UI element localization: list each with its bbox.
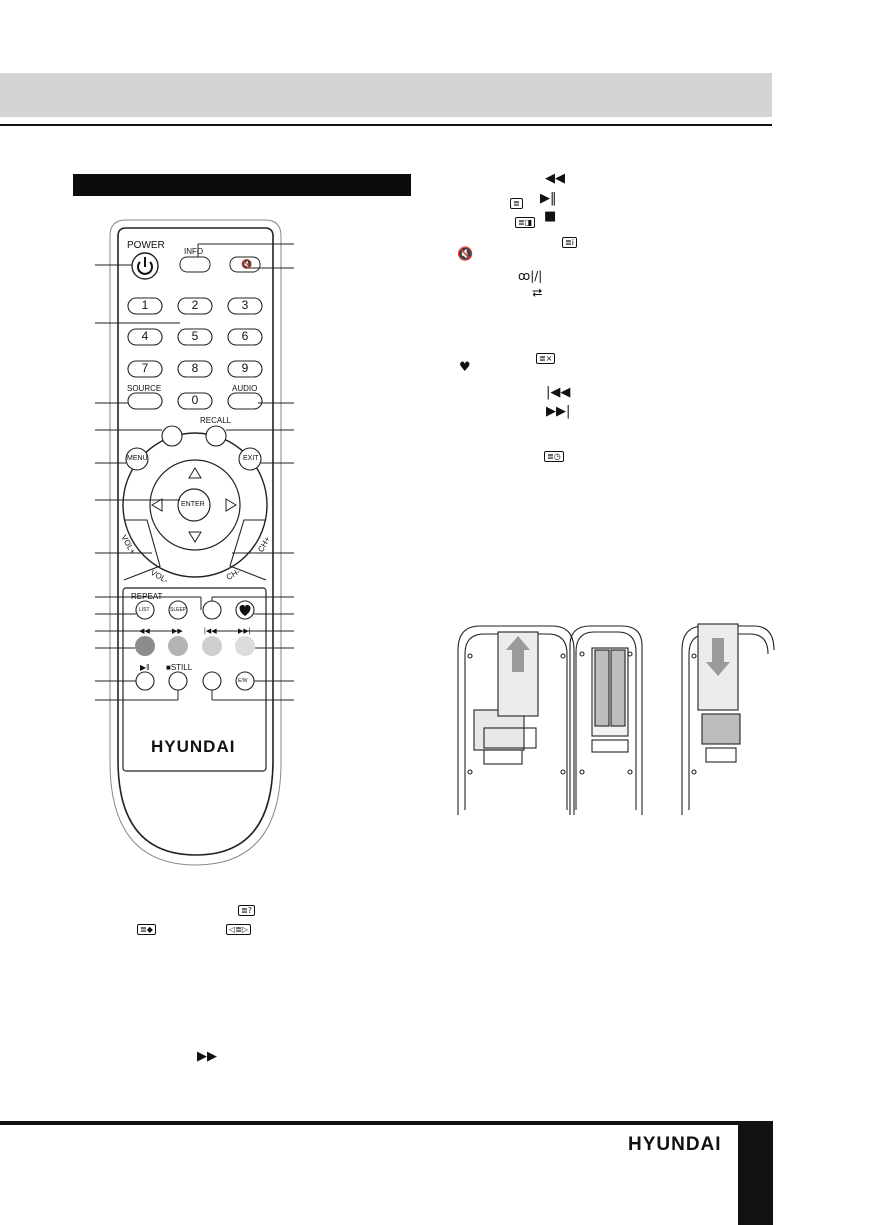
battery-illustrations — [457, 623, 775, 815]
text-icon: ≣ — [510, 193, 523, 211]
sleep-button[interactable]: SLEEP — [170, 607, 187, 613]
ff-label: ▶▶ — [172, 628, 183, 635]
rewind-icon: ◀◀ — [545, 171, 565, 186]
play-pause-label: ▶‖ — [140, 663, 150, 672]
digit-9-button[interactable]: 9 — [241, 361, 249, 375]
digit-1-button[interactable]: 1 — [141, 298, 149, 312]
recall-label: RECALL — [200, 416, 232, 425]
remote-lower-panel — [122, 587, 267, 772]
vol-rocker — [123, 519, 161, 581]
text-subpage-icon: ≣◷ — [544, 446, 564, 464]
left-arrow-icon — [151, 498, 163, 512]
favorite-legend-icon: ♥ — [459, 360, 471, 375]
remote-body-outline — [117, 227, 274, 856]
blue-button — [235, 636, 255, 656]
remote-body-shadow — [109, 219, 282, 866]
source-label: SOURCE — [127, 384, 162, 393]
battery-step-1 — [457, 625, 575, 815]
stop-icon: ■ — [544, 209, 557, 224]
ew-button[interactable]: E/W — [238, 678, 248, 684]
digit-2-button[interactable]: 2 — [191, 298, 199, 312]
digit-0-button[interactable]: 0 — [191, 393, 199, 407]
fast-forward-icon: ▶▶ — [197, 1049, 217, 1064]
info-button — [179, 256, 211, 273]
text-mix-icon: ◁≣▷ — [226, 919, 252, 937]
repeat-label: REPEAT — [131, 592, 163, 601]
footer-brand-logo: HYUNDAI — [628, 1134, 722, 1155]
enter-button-shape — [177, 488, 211, 522]
text-hold-icon: ≣◆ — [137, 919, 156, 937]
info-label: INFO — [184, 247, 204, 256]
digit-7-button[interactable]: 7 — [141, 361, 149, 375]
menu-button[interactable]: MENU — [127, 455, 148, 462]
red-button — [135, 636, 155, 656]
right-arrow-icon — [225, 498, 237, 512]
nav-ring-inner — [149, 459, 241, 551]
text-size-icon: ≣◨ — [515, 212, 536, 230]
still-label: ■STILL — [166, 663, 193, 672]
enter-button[interactable]: ENTER — [181, 501, 205, 508]
rewind-label: ◀◀ — [139, 628, 150, 635]
battery-step-2 — [569, 625, 643, 815]
yellow-button — [202, 636, 222, 656]
power-label: POWER — [127, 240, 165, 251]
list-button[interactable]: LIST — [139, 607, 150, 613]
next-label: ▶▶| — [238, 628, 251, 635]
exit-button[interactable]: EXIT — [243, 455, 259, 462]
remote-brand-logo: HYUNDAI — [151, 737, 236, 756]
prev-label: |◀◀ — [204, 628, 217, 635]
digit-8-button[interactable]: 8 — [191, 361, 199, 375]
repeat-icon: ⮂ — [532, 286, 543, 301]
footer-rule — [0, 1121, 773, 1125]
digit-5-button[interactable]: 5 — [191, 329, 199, 343]
digit-6-button[interactable]: 6 — [241, 329, 249, 343]
audio-icon: ꝏ|/| — [518, 269, 543, 283]
prev-icon: |◀◀ — [546, 385, 571, 400]
down-arrow-icon — [188, 531, 202, 543]
header-band — [0, 73, 772, 117]
text-info-icon: ≣i — [562, 232, 577, 250]
digit-4-button[interactable]: 4 — [141, 329, 149, 343]
favorite-icon — [239, 604, 251, 616]
audio-label: AUDIO — [232, 384, 258, 393]
mute-icon: 🔇 — [241, 259, 253, 269]
ch-rocker — [229, 519, 267, 581]
battery-step-3 — [681, 623, 775, 815]
nav-ring-outer — [122, 432, 268, 578]
header-rule — [0, 124, 772, 126]
page-number-tab — [738, 1121, 773, 1225]
next-icon: ▶▶| — [546, 404, 571, 419]
green-button — [168, 636, 188, 656]
text-cancel-icon: ≣× — [536, 348, 556, 366]
power-icon — [137, 261, 153, 275]
up-arrow-icon — [188, 467, 202, 479]
text-reveal-icon: ≣? — [238, 900, 255, 918]
section-title-bar — [73, 174, 411, 196]
play-pause-icon: ▶‖ — [540, 191, 557, 206]
mute-legend-icon: 🔇 — [457, 247, 474, 262]
digit-3-button[interactable]: 3 — [241, 298, 249, 312]
